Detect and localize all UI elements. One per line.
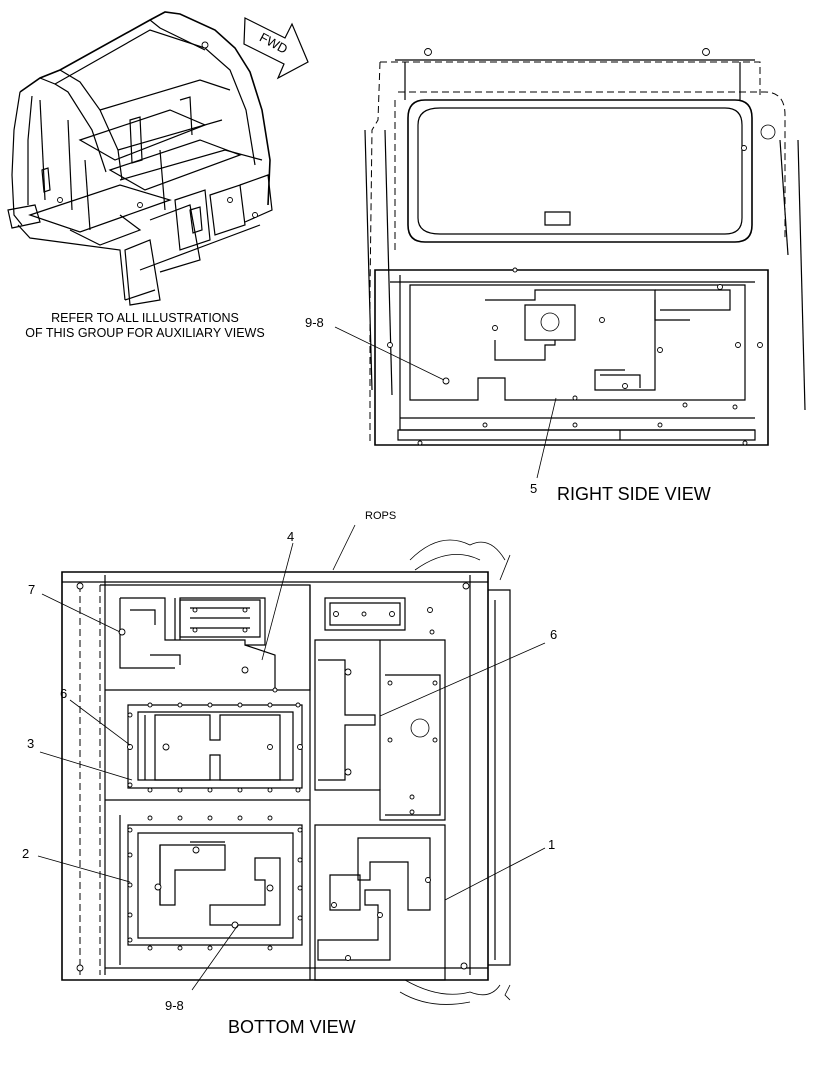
rops-label: ROPS xyxy=(365,510,396,522)
callout-bottom-3: 3 xyxy=(27,736,34,751)
callout-bottom-2: 2 xyxy=(22,846,29,861)
callout-bottom-4: 4 xyxy=(287,529,294,544)
callout-right-5: 5 xyxy=(530,481,537,496)
reference-note-line-1: REFER TO ALL ILLUSTRATIONS xyxy=(51,311,239,325)
callout-right-9-8: 9-8 xyxy=(305,315,324,330)
forward-arrow-icon: FWD xyxy=(243,17,309,80)
callout-bottom-9-8: 9-8 xyxy=(165,998,184,1013)
bottom-view-title: BOTTOM VIEW xyxy=(228,1017,356,1037)
callout-bottom-6-right: 6 xyxy=(550,627,557,642)
callout-bottom-7: 7 xyxy=(28,582,35,597)
bottom-view xyxy=(37,524,546,1005)
callout-bottom-1: 1 xyxy=(548,837,555,852)
right-side-view xyxy=(334,48,806,479)
callout-bottom-6-left: 6 xyxy=(60,686,67,701)
isometric-cab-view xyxy=(7,11,273,306)
right-side-view-title: RIGHT SIDE VIEW xyxy=(557,484,711,504)
reference-note-line-2: OF THIS GROUP FOR AUXILIARY VIEWS xyxy=(25,326,264,340)
